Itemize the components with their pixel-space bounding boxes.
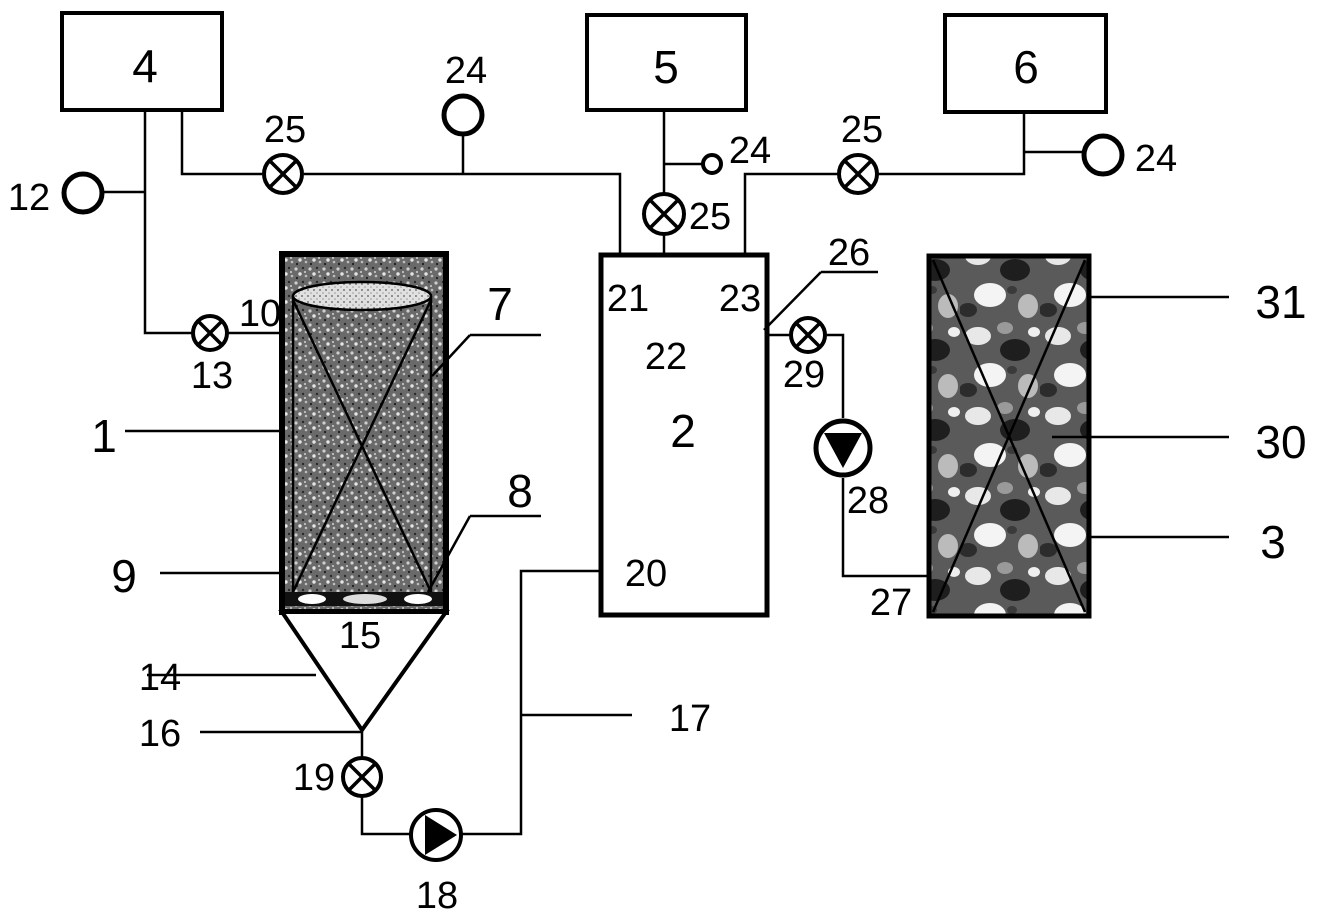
label-3: 3: [1260, 516, 1286, 568]
label-27: 27: [870, 582, 912, 624]
label-29: 29: [783, 354, 825, 396]
label-24-small: 24: [729, 130, 771, 172]
pipes: [103, 110, 1082, 836]
vessel-2-label: 2: [670, 405, 696, 457]
label-10: 10: [239, 293, 281, 335]
label-15: 15: [339, 615, 381, 657]
label-16: 16: [139, 713, 181, 755]
box-5: 5: [585, 13, 748, 112]
vessel-2: 2: [598, 252, 770, 618]
labels: 1 3 7 8 9 10 12 13 14 15 16 17 18 19 20 …: [8, 50, 1307, 917]
reactor-1: [278, 251, 450, 734]
box-6-label: 6: [1013, 41, 1039, 93]
box-4-label: 4: [132, 40, 158, 92]
gauge-24-small: [701, 153, 723, 175]
valve-25-middle: [642, 192, 686, 236]
label-8: 8: [507, 465, 533, 517]
label-18: 18: [416, 875, 458, 917]
label-7: 7: [487, 278, 513, 330]
box-6: 6: [943, 13, 1108, 114]
leader-lines: [125, 270, 1229, 734]
label-21: 21: [607, 278, 649, 320]
valve-25-left: [262, 153, 304, 195]
label-17: 17: [669, 698, 711, 740]
label-14: 14: [139, 657, 181, 699]
label-22: 22: [645, 336, 687, 378]
label-25-left: 25: [264, 109, 306, 151]
label-30: 30: [1255, 416, 1306, 468]
label-26: 26: [828, 232, 870, 274]
label-25-right: 25: [841, 109, 883, 151]
label-23: 23: [719, 278, 761, 320]
label-19: 19: [293, 757, 335, 799]
pump-18: [409, 808, 463, 862]
gauge-12: [61, 171, 105, 215]
valve-19: [341, 756, 383, 798]
label-24-top: 24: [445, 50, 487, 92]
gauge-24-right: [1081, 133, 1125, 177]
label-31: 31: [1255, 276, 1306, 328]
valve-29: [789, 316, 827, 354]
label-12: 12: [8, 177, 50, 219]
gauge-24-top: [441, 93, 485, 137]
pump-28: [813, 418, 873, 478]
label-9: 9: [111, 550, 137, 602]
label-20: 20: [625, 553, 667, 595]
valve-25-right: [837, 153, 879, 195]
box-4: 4: [60, 11, 224, 112]
label-24-right: 24: [1135, 138, 1177, 180]
label-13: 13: [191, 355, 233, 397]
label-28: 28: [847, 480, 889, 522]
label-1: 1: [91, 410, 117, 462]
valve-13: [191, 314, 229, 352]
label-25-middle: 25: [689, 196, 731, 238]
box-5-label: 5: [653, 41, 679, 93]
